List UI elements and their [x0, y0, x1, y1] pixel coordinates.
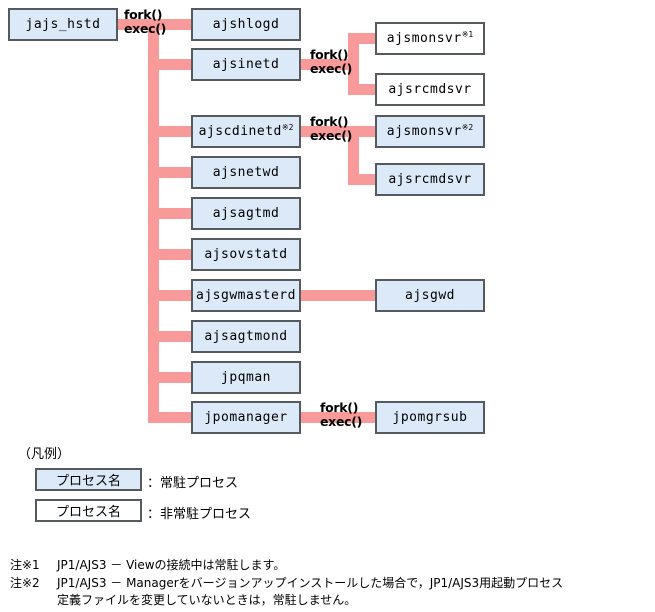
- process-label: ajsinetd: [212, 57, 280, 72]
- connector-jpomgrsub: [296, 412, 382, 423]
- process-label: ajsmonsvr: [386, 31, 462, 46]
- process-box-jpomgrsub[interactable]: jpomgrsub: [375, 401, 485, 434]
- legend-box-label: プロセス名: [55, 505, 121, 520]
- footnote-text-1-line-1: JP1/AJS3 － Viewの接続中は常駐します。: [57, 558, 286, 572]
- connector-spine: [148, 19, 159, 423]
- connector-stub-ajsnetwd: [148, 167, 196, 178]
- footnote-mark-1: 注※1: [10, 558, 40, 572]
- process-label: ajsagtmd: [212, 206, 280, 221]
- process-box-ajsmonsvr-2[interactable]: ajsmonsvr※2: [375, 115, 485, 148]
- process-label: ajsagtmond: [204, 329, 288, 344]
- process-label: ajsovstatd: [204, 247, 288, 262]
- process-box-ajshlogd[interactable]: ajshlogd: [191, 8, 301, 41]
- fork-exec-label-ajsinetd: fork() exec(): [310, 48, 352, 76]
- fork-exec-label-ajscdinetd: fork() exec(): [310, 115, 352, 143]
- connector-stub-ajsinetd: [148, 59, 196, 70]
- process-box-ajsrcmdsvr-2[interactable]: ajsrcmdsvr: [375, 163, 485, 196]
- process-box-jpqman[interactable]: jpqman: [191, 361, 301, 394]
- process-label: ajsgwmasterd: [196, 288, 296, 303]
- process-box-ajsnetwd[interactable]: ajsnetwd: [191, 156, 301, 189]
- process-label: ajsrcmdsvr: [388, 172, 472, 187]
- connector-ajscdinetd-out: [296, 126, 358, 137]
- legend-description-nonresident: ：非常駐プロセス: [147, 507, 252, 522]
- process-box-ajscdinetd[interactable]: ajscdinetd※2: [191, 115, 301, 148]
- process-label: jpomanager: [204, 410, 288, 425]
- legend-box-label: プロセス名: [55, 474, 121, 489]
- connector-ajscdinetd-vertical: [348, 126, 359, 185]
- exec-text: exec(): [124, 21, 167, 36]
- connector-stub-ajsgwmasterd: [148, 290, 196, 301]
- process-box-jpomanager[interactable]: jpomanager: [191, 401, 301, 434]
- fork-text: fork(): [124, 7, 163, 22]
- process-label: ajshlogd: [212, 17, 280, 32]
- connector-ajsinetd-out: [296, 59, 358, 70]
- connector-ajsmonsvr2-in: [348, 126, 382, 137]
- process-label: ajscdinetd: [198, 124, 282, 139]
- connector-stub-jpomanager: [148, 412, 196, 423]
- footnote-text-2-line-2: 定義ファイルを変更していないときは，常駐しません。: [57, 593, 357, 607]
- connector-ajsrcmdsvr2-in: [348, 174, 382, 185]
- connector-stub-ajsovstatd: [148, 249, 196, 260]
- process-label: jajs_hstd: [25, 17, 101, 32]
- legend-title: （凡例）: [18, 447, 71, 462]
- process-label: ajsrcmdsvr: [388, 82, 472, 97]
- process-note: ※1: [461, 30, 474, 39]
- connector-stub-jpqman: [148, 372, 196, 383]
- process-box-ajsagtmond[interactable]: ajsagtmond: [191, 320, 301, 353]
- process-note: ※2: [281, 123, 294, 132]
- legend-description-resident: ：常駐プロセス: [147, 476, 239, 491]
- connector-ajsinetd-vertical: [348, 33, 359, 95]
- fork-text: fork(): [310, 47, 349, 62]
- legend-box-nonresident: プロセス名: [35, 499, 142, 522]
- footnote-mark-2: 注※2: [10, 576, 40, 590]
- process-box-ajsgwd[interactable]: ajsgwd: [375, 279, 485, 312]
- process-box-ajsovstatd[interactable]: ajsovstatd: [191, 238, 301, 271]
- process-label: jpomgrsub: [392, 410, 468, 425]
- connector-ajsmonsvr1-in: [348, 33, 382, 44]
- process-box-jajs-hstd[interactable]: jajs_hstd: [8, 8, 118, 41]
- process-box-ajsgwmasterd[interactable]: ajsgwmasterd: [191, 279, 301, 312]
- footnote-text-2-line-1: JP1/AJS3 － Managerをバージョンアップインストールした場合で，J…: [57, 576, 564, 590]
- connector-stub-ajscdinetd: [148, 126, 196, 137]
- connector-ajsgwd: [296, 290, 382, 301]
- fork-exec-label-jpomanager: fork() exec(): [320, 401, 362, 429]
- legend-box-resident: プロセス名: [35, 468, 142, 491]
- process-label: ajsgwd: [405, 288, 455, 303]
- connector-ajsrcmdsvr1-in: [348, 84, 382, 95]
- fork-text: fork(): [320, 400, 359, 415]
- fork-text: fork(): [310, 114, 349, 129]
- process-box-ajsinetd[interactable]: ajsinetd: [191, 48, 301, 81]
- process-box-ajsrcmdsvr-1[interactable]: ajsrcmdsvr: [375, 73, 485, 106]
- exec-text: exec(): [310, 61, 353, 76]
- fork-exec-label-root: fork() exec(): [124, 8, 166, 36]
- process-box-ajsagtmd[interactable]: ajsagtmd: [191, 197, 301, 230]
- connector-stub-ajsagtmond: [148, 331, 196, 342]
- exec-text: exec(): [310, 128, 353, 143]
- exec-text: exec(): [320, 414, 363, 429]
- process-label: ajsnetwd: [212, 165, 280, 180]
- process-box-ajsmonsvr-1[interactable]: ajsmonsvr※1: [375, 22, 485, 55]
- process-note: ※2: [461, 123, 474, 132]
- process-label: jpqman: [221, 370, 271, 385]
- process-label: ajsmonsvr: [386, 124, 462, 139]
- connector-stub-ajsagtmd: [148, 208, 196, 219]
